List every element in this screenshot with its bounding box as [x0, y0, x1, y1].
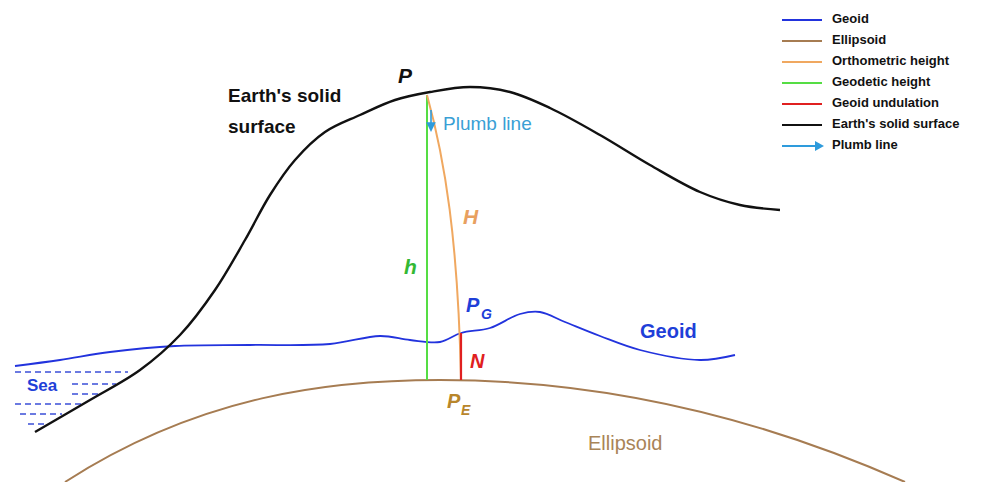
legend-text: Geoid — [832, 12, 869, 27]
legend-line-sample — [782, 53, 826, 71]
sea-dash — [72, 393, 100, 394]
surface-label: Earth's solid surface — [228, 80, 368, 142]
point-subscript: E — [461, 402, 470, 418]
point-label: P — [398, 64, 412, 88]
geodetic-height-line — [426, 95, 428, 380]
undulation-symbol: N — [470, 350, 484, 373]
geoid-undulation-line — [460, 333, 462, 380]
legend-text: Ellipsoid — [832, 33, 886, 48]
legend-line — [782, 82, 822, 84]
sea-dash — [72, 383, 116, 384]
sea-label: Sea — [27, 376, 57, 396]
legend-line — [782, 124, 822, 126]
sea-hatching — [15, 372, 128, 424]
legend-line-sample — [782, 95, 826, 113]
legend-line-sample — [782, 32, 826, 50]
legend-text: Geodetic height — [832, 75, 930, 90]
point-subscript: G — [481, 306, 492, 322]
legend-text: Plumb line — [832, 138, 898, 153]
sea-dash — [20, 413, 62, 414]
legend-line — [782, 103, 822, 105]
point-label: P — [466, 294, 479, 317]
legend-line — [782, 40, 822, 42]
legend-line — [782, 19, 822, 21]
legend-line-sample — [782, 137, 826, 155]
sea-dash — [15, 403, 82, 404]
legend-line-sample — [782, 11, 826, 29]
orthometric-height-symbol: H — [463, 205, 478, 229]
sea-dash — [28, 423, 46, 424]
ellipsoid-label: Ellipsoid — [588, 432, 662, 455]
sea-dash — [15, 371, 128, 372]
legend-line — [782, 61, 822, 63]
legend-text: Earth's solid surface — [832, 117, 959, 132]
legend-arrowhead — [815, 141, 824, 151]
geoid-label: Geoid — [640, 320, 697, 343]
legend-line-sample — [782, 116, 826, 134]
legend-line — [782, 145, 816, 147]
plumb-line-label: Plumb line — [443, 113, 532, 135]
ellipsoid-curve — [65, 380, 905, 482]
legend-text: Orthometric height — [832, 54, 949, 69]
plumb-line-arrow — [430, 110, 432, 130]
earth-surface-curve — [35, 87, 780, 432]
point-label: P — [447, 390, 460, 413]
orthometric-height-line — [427, 95, 461, 380]
legend-line-sample — [782, 74, 826, 92]
geoid-curve — [15, 312, 735, 366]
geodetic-height-symbol: h — [404, 255, 417, 279]
legend-text: Geoid undulation — [832, 96, 939, 111]
